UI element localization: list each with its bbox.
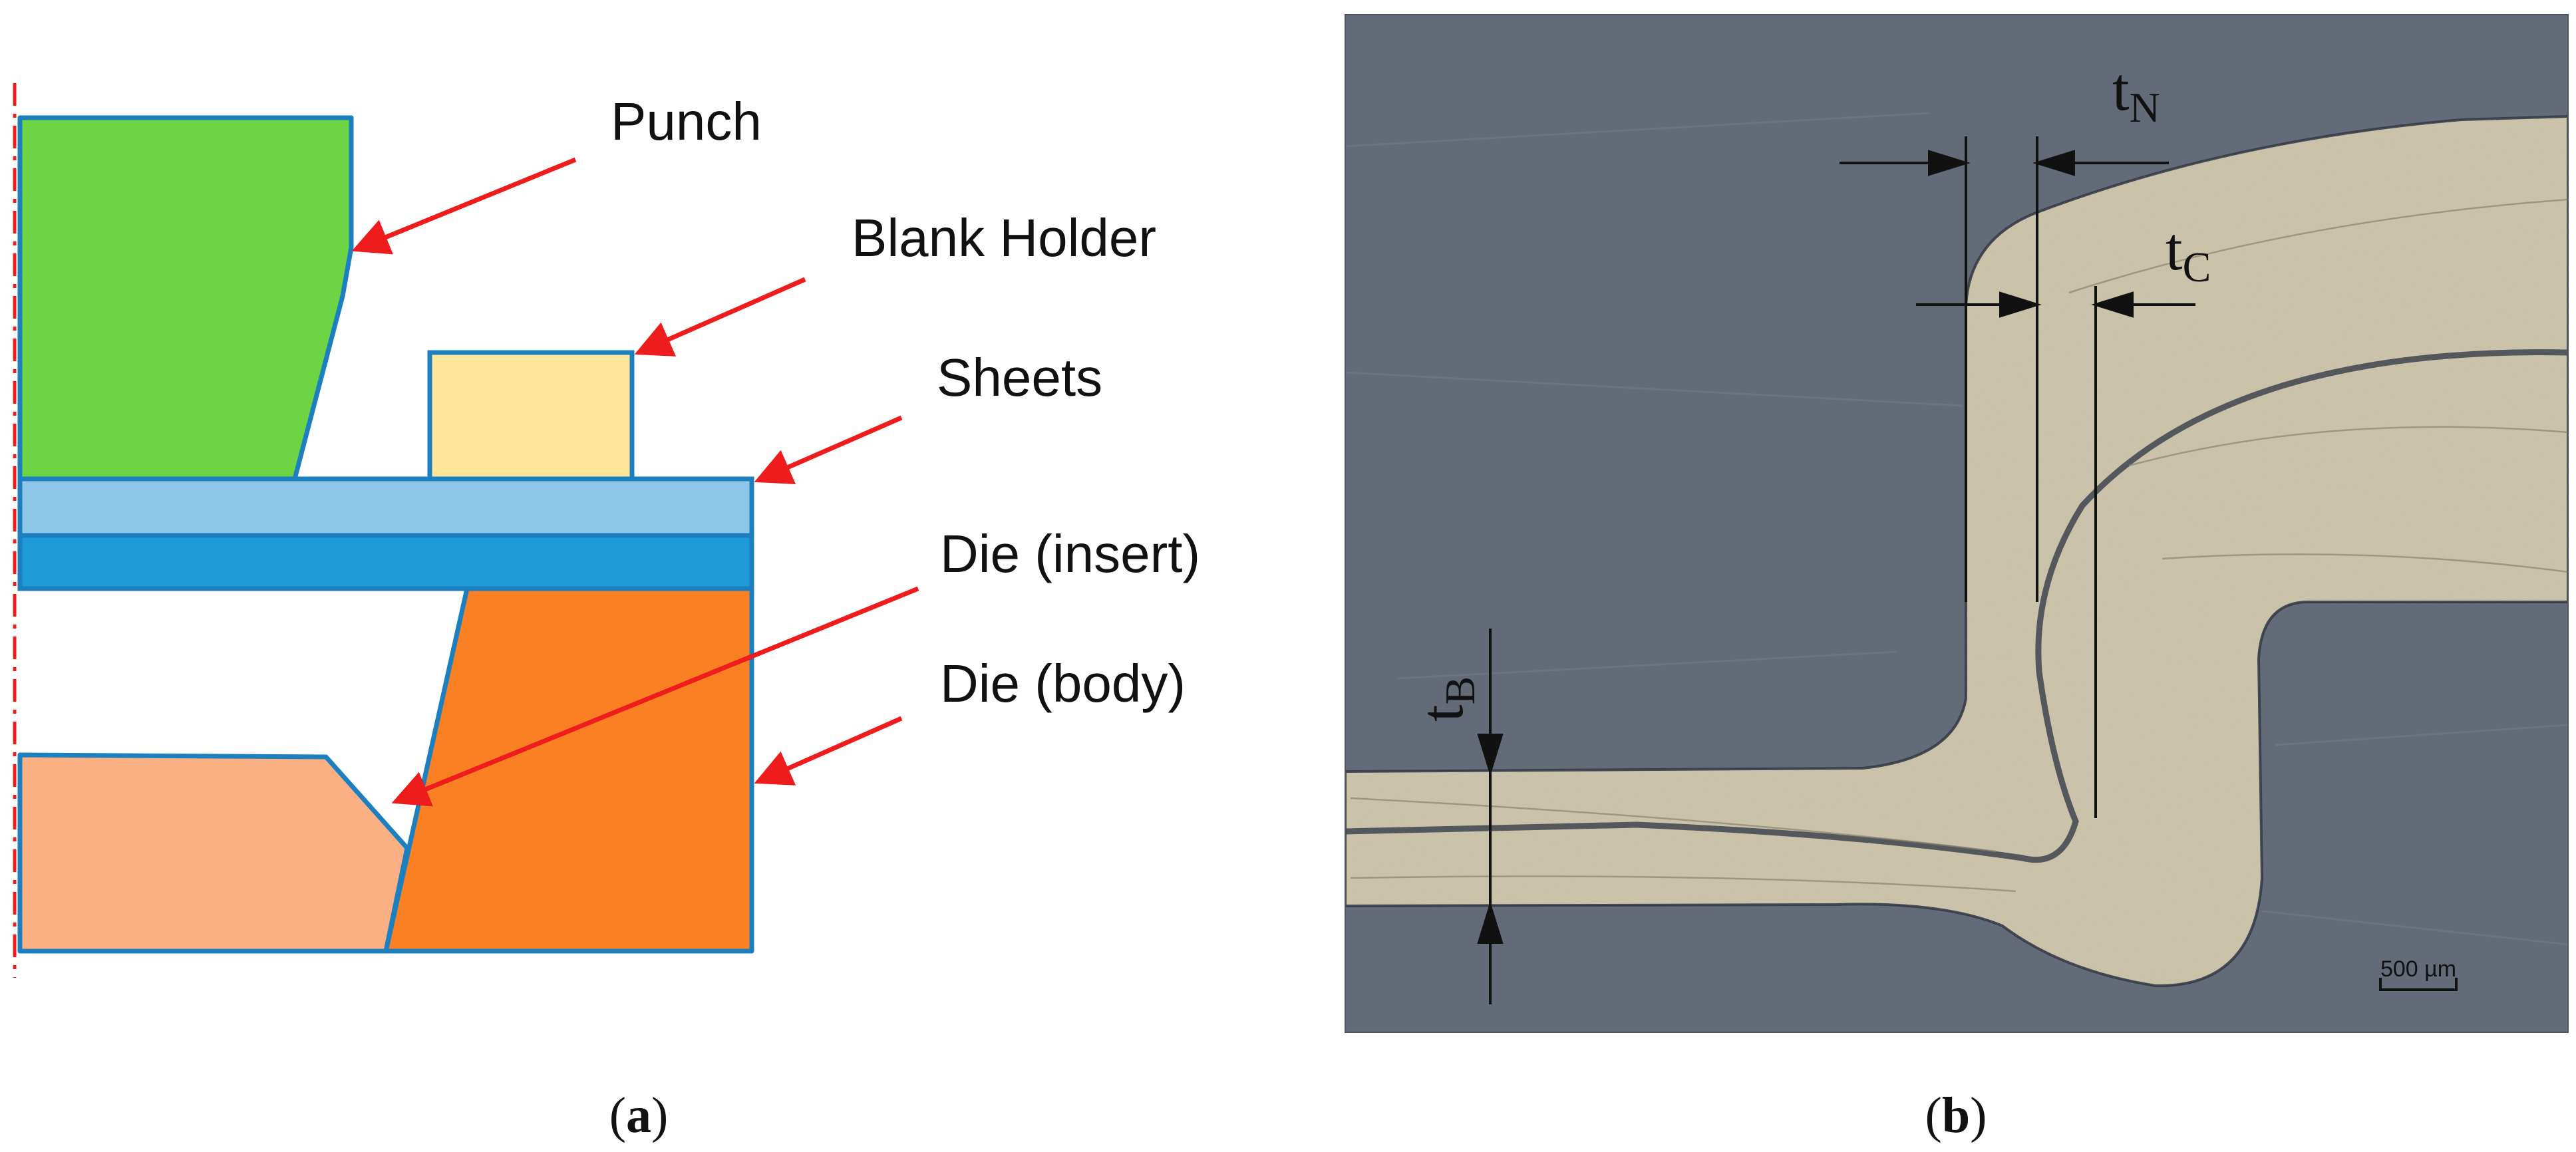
- tc-dimension: [1916, 291, 2195, 318]
- die-body-shape: [383, 586, 754, 954]
- polish-streaks: [1345, 112, 2568, 946]
- arrow-die-body: [754, 716, 903, 786]
- label-die-body: Die (body): [940, 654, 1186, 713]
- sheet-top: [17, 476, 754, 538]
- punch-shape: [17, 115, 354, 482]
- label-t-b: tB: [1408, 676, 1484, 722]
- tb-dimension: [1477, 629, 1504, 1004]
- flow-lines: [1350, 198, 2568, 893]
- label-t-c: tC: [2166, 215, 2211, 291]
- panel-a-schematic: Punch Blank Holder Sheets Die (insert) D…: [13, 83, 1200, 1143]
- metal-grain: [1345, 116, 2568, 986]
- label-sheets: Sheets: [937, 348, 1102, 407]
- micrograph-frame: [1345, 14, 2569, 1033]
- label-blank-holder: Blank Holder: [852, 208, 1156, 267]
- scale-bar-label: 500 µm: [2380, 956, 2456, 982]
- arrow-die-insert: [391, 586, 919, 807]
- label-punch: Punch: [611, 92, 762, 151]
- sheet-interface: [1345, 349, 2568, 863]
- arrow-blank-holder: [634, 277, 806, 357]
- arrow-sheets: [754, 415, 903, 485]
- arrow-punch: [351, 157, 577, 255]
- scale-bar: 500 µm: [2379, 956, 2458, 991]
- label-die-insert: Die (insert): [940, 524, 1200, 583]
- die-insert-shape: [17, 752, 410, 954]
- blank-holder-shape: [427, 350, 635, 482]
- tn-dimension: [1840, 150, 2169, 176]
- sheet-bottom: [17, 533, 754, 591]
- caption-a: (a): [609, 1087, 669, 1143]
- label-t-n: tN: [2112, 55, 2160, 131]
- caption-b: (b): [1925, 1087, 1987, 1143]
- panel-b-micrograph: tN tC tB 500 µm (b): [1345, 14, 2569, 1143]
